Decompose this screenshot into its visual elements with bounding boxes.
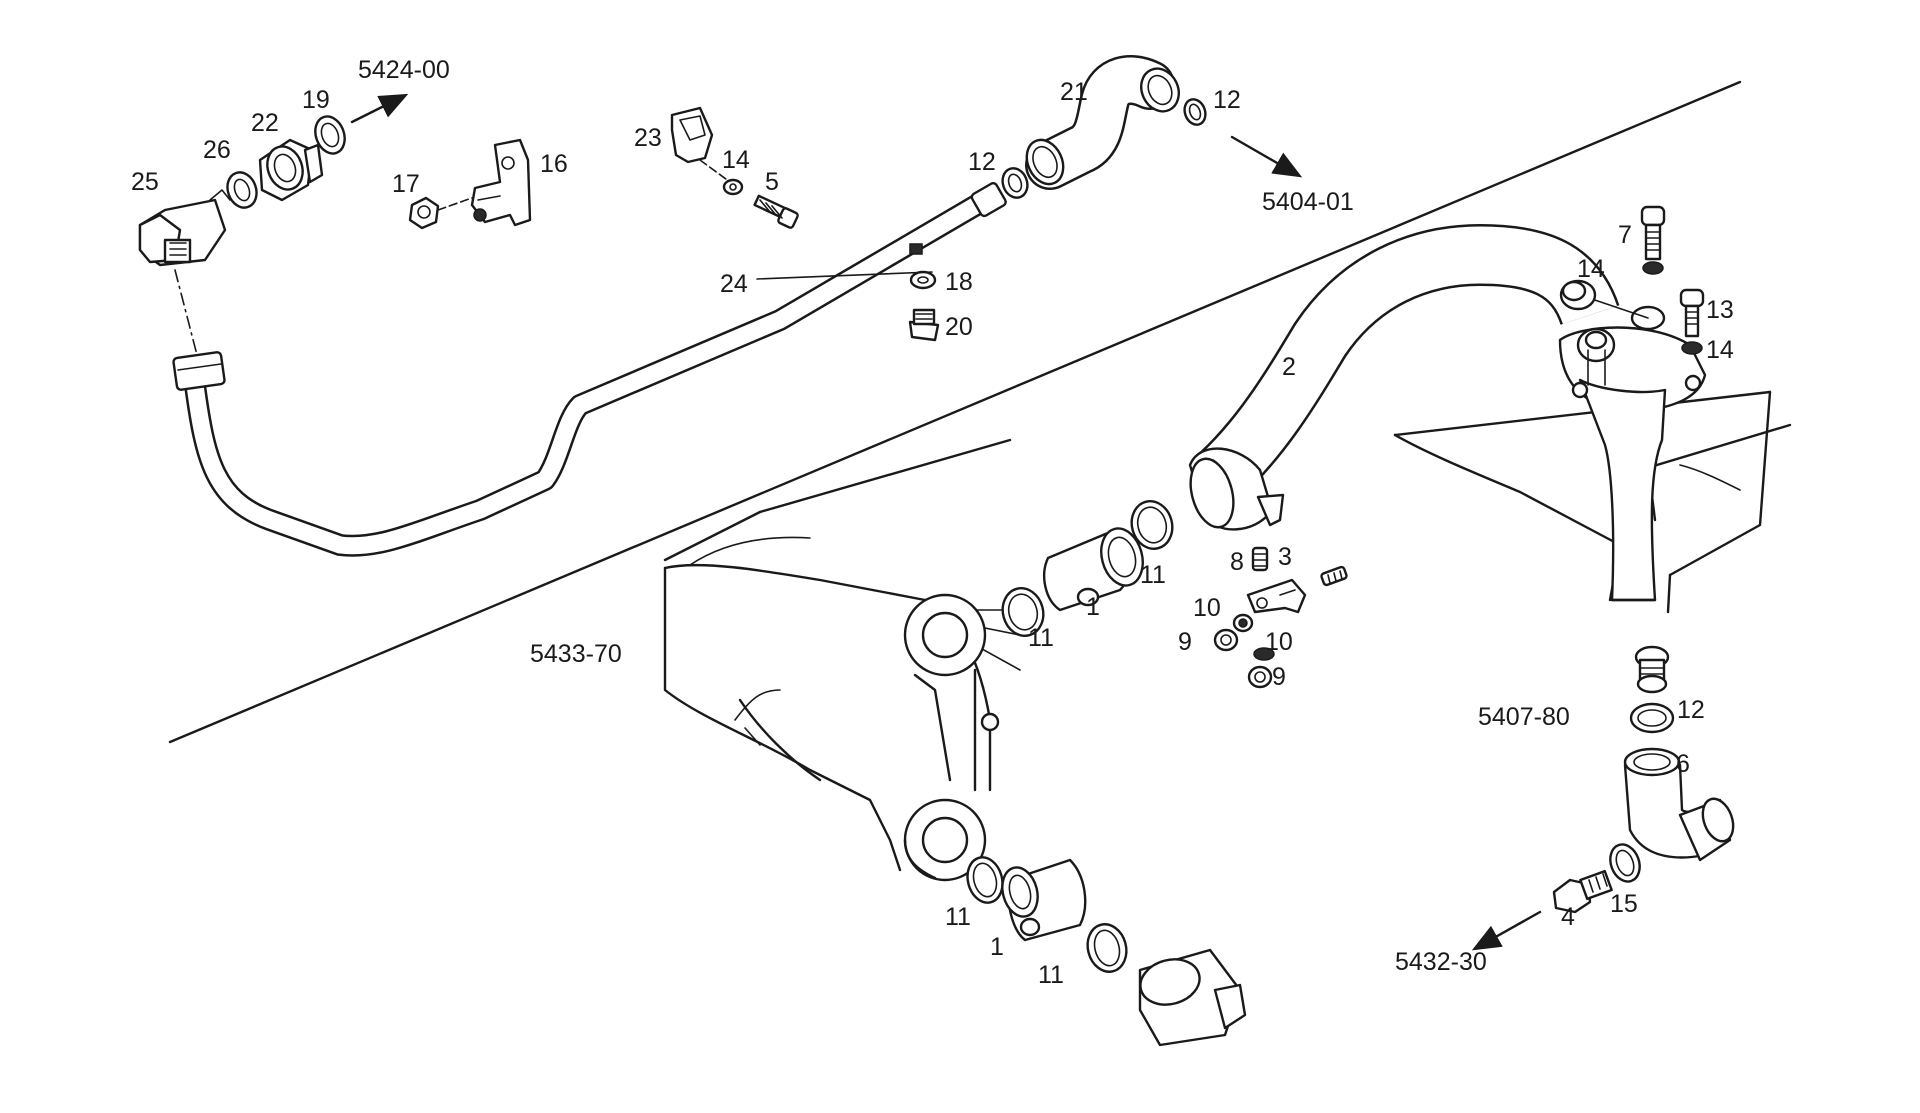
thermostat-housing	[1558, 294, 1707, 602]
fitting-4	[1552, 869, 1613, 914]
bolt-5	[753, 194, 799, 229]
label-25: 25	[131, 168, 159, 196]
ref-5424-00: 5424-00	[358, 56, 450, 84]
nut-9a	[1213, 628, 1239, 652]
label-1a: 1	[1086, 593, 1100, 621]
label-17: 17	[392, 170, 420, 198]
tube-24	[172, 182, 1007, 557]
reference-labels: 5424-00 5404-01 5433-70 5407-80 5432-30	[358, 56, 1570, 976]
label-23: 23	[634, 124, 662, 152]
washer-18	[909, 270, 937, 290]
ring-11d	[1086, 923, 1128, 973]
label-2: 2	[1282, 353, 1296, 381]
bolt-7	[1640, 205, 1666, 275]
label-3: 3	[1278, 543, 1292, 571]
label-12a: 12	[968, 148, 996, 176]
label-6: 6	[1676, 750, 1690, 778]
bolt-13	[1679, 288, 1705, 355]
stud-small	[1320, 565, 1348, 587]
ref-5407-80: 5407-80	[1478, 703, 1570, 731]
label-1b: 1	[990, 933, 1004, 961]
label-18: 18	[945, 268, 973, 296]
label-22: 22	[251, 109, 279, 137]
radiator-body-upper	[1393, 390, 1792, 614]
label-9a: 9	[1178, 628, 1192, 656]
label-4: 4	[1561, 903, 1575, 931]
label-7: 7	[1618, 221, 1632, 249]
bracket-16	[470, 138, 532, 227]
label-19: 19	[302, 86, 330, 114]
label-11d: 11	[1038, 961, 1064, 989]
label-16: 16	[540, 150, 568, 178]
label-20: 20	[945, 313, 973, 341]
label-12c: 12	[1677, 696, 1705, 724]
arrow-5432-30	[1471, 910, 1542, 951]
ring-12a	[1001, 167, 1029, 199]
label-11a: 11	[1140, 561, 1166, 589]
ring-12b	[1183, 98, 1207, 126]
section-divider-line	[168, 80, 1742, 744]
label-13: 13	[1706, 296, 1734, 324]
coupling-1-upper	[1043, 527, 1144, 612]
ring-12c	[1629, 702, 1675, 734]
elbow-hose-6	[1623, 747, 1735, 862]
hose-end-lower	[1138, 948, 1247, 1047]
arrow-5404-01	[1230, 135, 1303, 178]
arrow-5424-00	[350, 93, 409, 124]
label-24: 24	[720, 270, 748, 298]
radiator-tank	[663, 438, 1021, 882]
label-26: 26	[203, 136, 231, 164]
plug-20	[908, 308, 940, 342]
ref-5432-30: 5432-30	[1395, 948, 1487, 976]
ring-15	[1609, 843, 1641, 883]
label-14c: 14	[1706, 336, 1734, 364]
ring-26	[226, 171, 258, 209]
label-5: 5	[765, 168, 779, 196]
label-21: 21	[1060, 78, 1088, 106]
label-9b: 9	[1272, 663, 1286, 691]
centerline-25	[174, 269, 198, 356]
nut-22	[258, 138, 324, 202]
label-14b: 14	[1577, 255, 1605, 283]
label-10b: 10	[1265, 628, 1293, 656]
label-14a: 14	[722, 146, 750, 174]
label-15: 15	[1610, 890, 1638, 918]
hose-2	[1188, 224, 1620, 531]
label-11b: 11	[1028, 624, 1054, 652]
coupling-1-lower	[1001, 858, 1087, 942]
washer-14a	[722, 178, 744, 196]
nut-9b	[1247, 665, 1273, 689]
bracket-23	[670, 106, 714, 164]
part-labels: 25 26 22 19 17 16 23 14 5 24 12 21 12 18…	[131, 78, 1734, 989]
fitting-5407-80	[1634, 645, 1670, 694]
label-10a: 10	[1193, 594, 1221, 622]
label-12b: 12	[1213, 86, 1241, 114]
nut-17	[408, 196, 440, 230]
bleeder-8	[1251, 546, 1269, 572]
washer-10b	[1253, 647, 1275, 661]
label-8: 8	[1230, 548, 1244, 576]
fitting-25	[138, 189, 231, 267]
bracket-3	[1246, 578, 1307, 614]
washer-14b	[1559, 279, 1597, 311]
hose-21	[1025, 55, 1180, 190]
ref-5404-01: 5404-01	[1262, 188, 1354, 216]
label-11c: 11	[945, 903, 971, 931]
ref-5433-70: 5433-70	[530, 640, 622, 668]
ring-11c	[966, 856, 1004, 904]
